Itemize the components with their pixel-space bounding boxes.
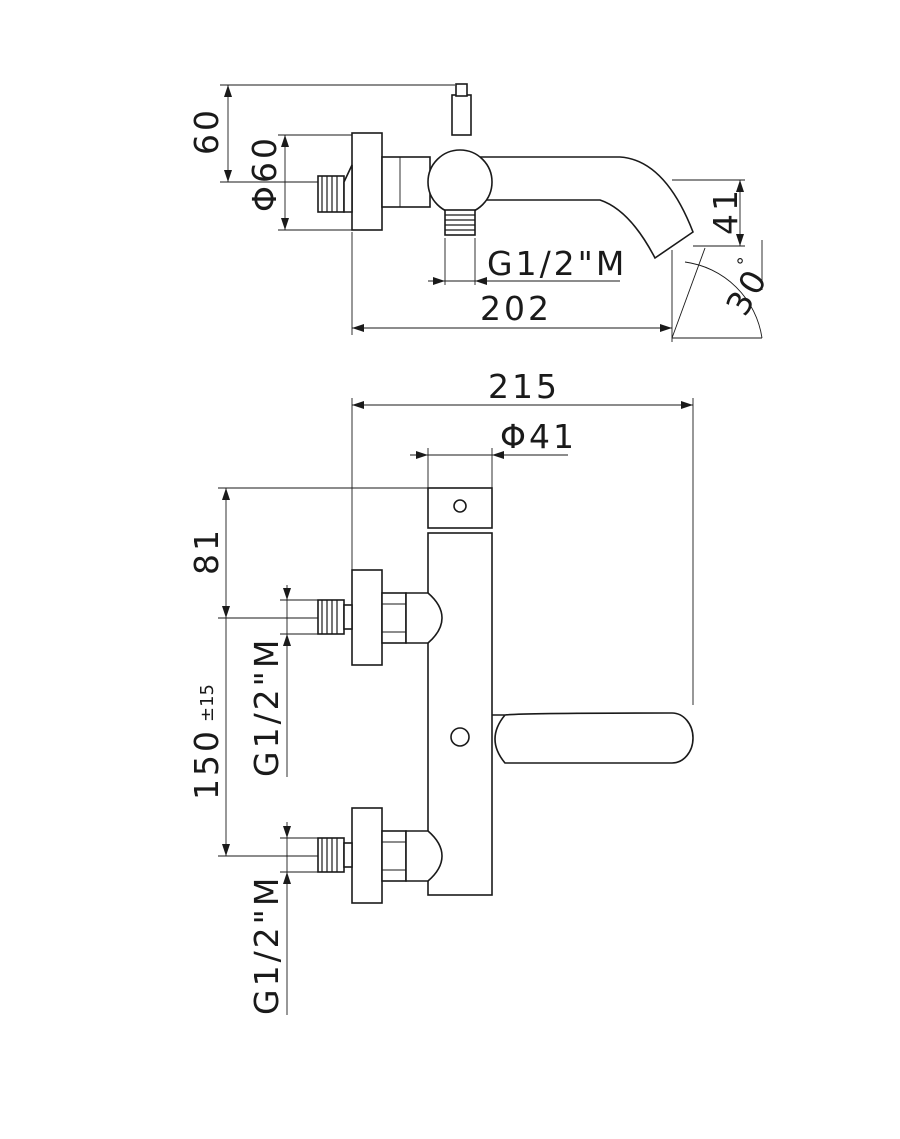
- top-thread-label: G1/2"M: [487, 244, 627, 283]
- mixer-body: [427, 532, 493, 896]
- upper-wall-flange: [351, 569, 383, 666]
- shower-outlet: [444, 209, 476, 236]
- diverter-handle: [451, 94, 472, 136]
- spout: [479, 156, 694, 260]
- top-offset-label: 81: [187, 527, 226, 575]
- top-diameter-label: Φ60: [245, 135, 284, 212]
- top-view: [220, 83, 763, 342]
- upper-thread-label: G1/2"M: [247, 637, 286, 777]
- center-distance-label: 150: [187, 728, 226, 800]
- lever-handle: [492, 712, 694, 764]
- lower-wall-flange: [351, 807, 383, 904]
- diverter-knob: [427, 149, 493, 215]
- front-width-label: 215: [488, 367, 560, 406]
- front-view: [218, 398, 694, 1015]
- diverter-button: [450, 727, 470, 747]
- body-diameter-label: Φ41: [500, 417, 577, 456]
- top-width-label: 202: [480, 289, 552, 328]
- outlet-height-label: 41: [706, 187, 745, 235]
- center-tolerance-label: ±15: [197, 684, 218, 722]
- wall-flange: [351, 132, 383, 231]
- top-height-label: 60: [187, 107, 226, 155]
- lower-thread-label: G1/2"M: [247, 875, 286, 1015]
